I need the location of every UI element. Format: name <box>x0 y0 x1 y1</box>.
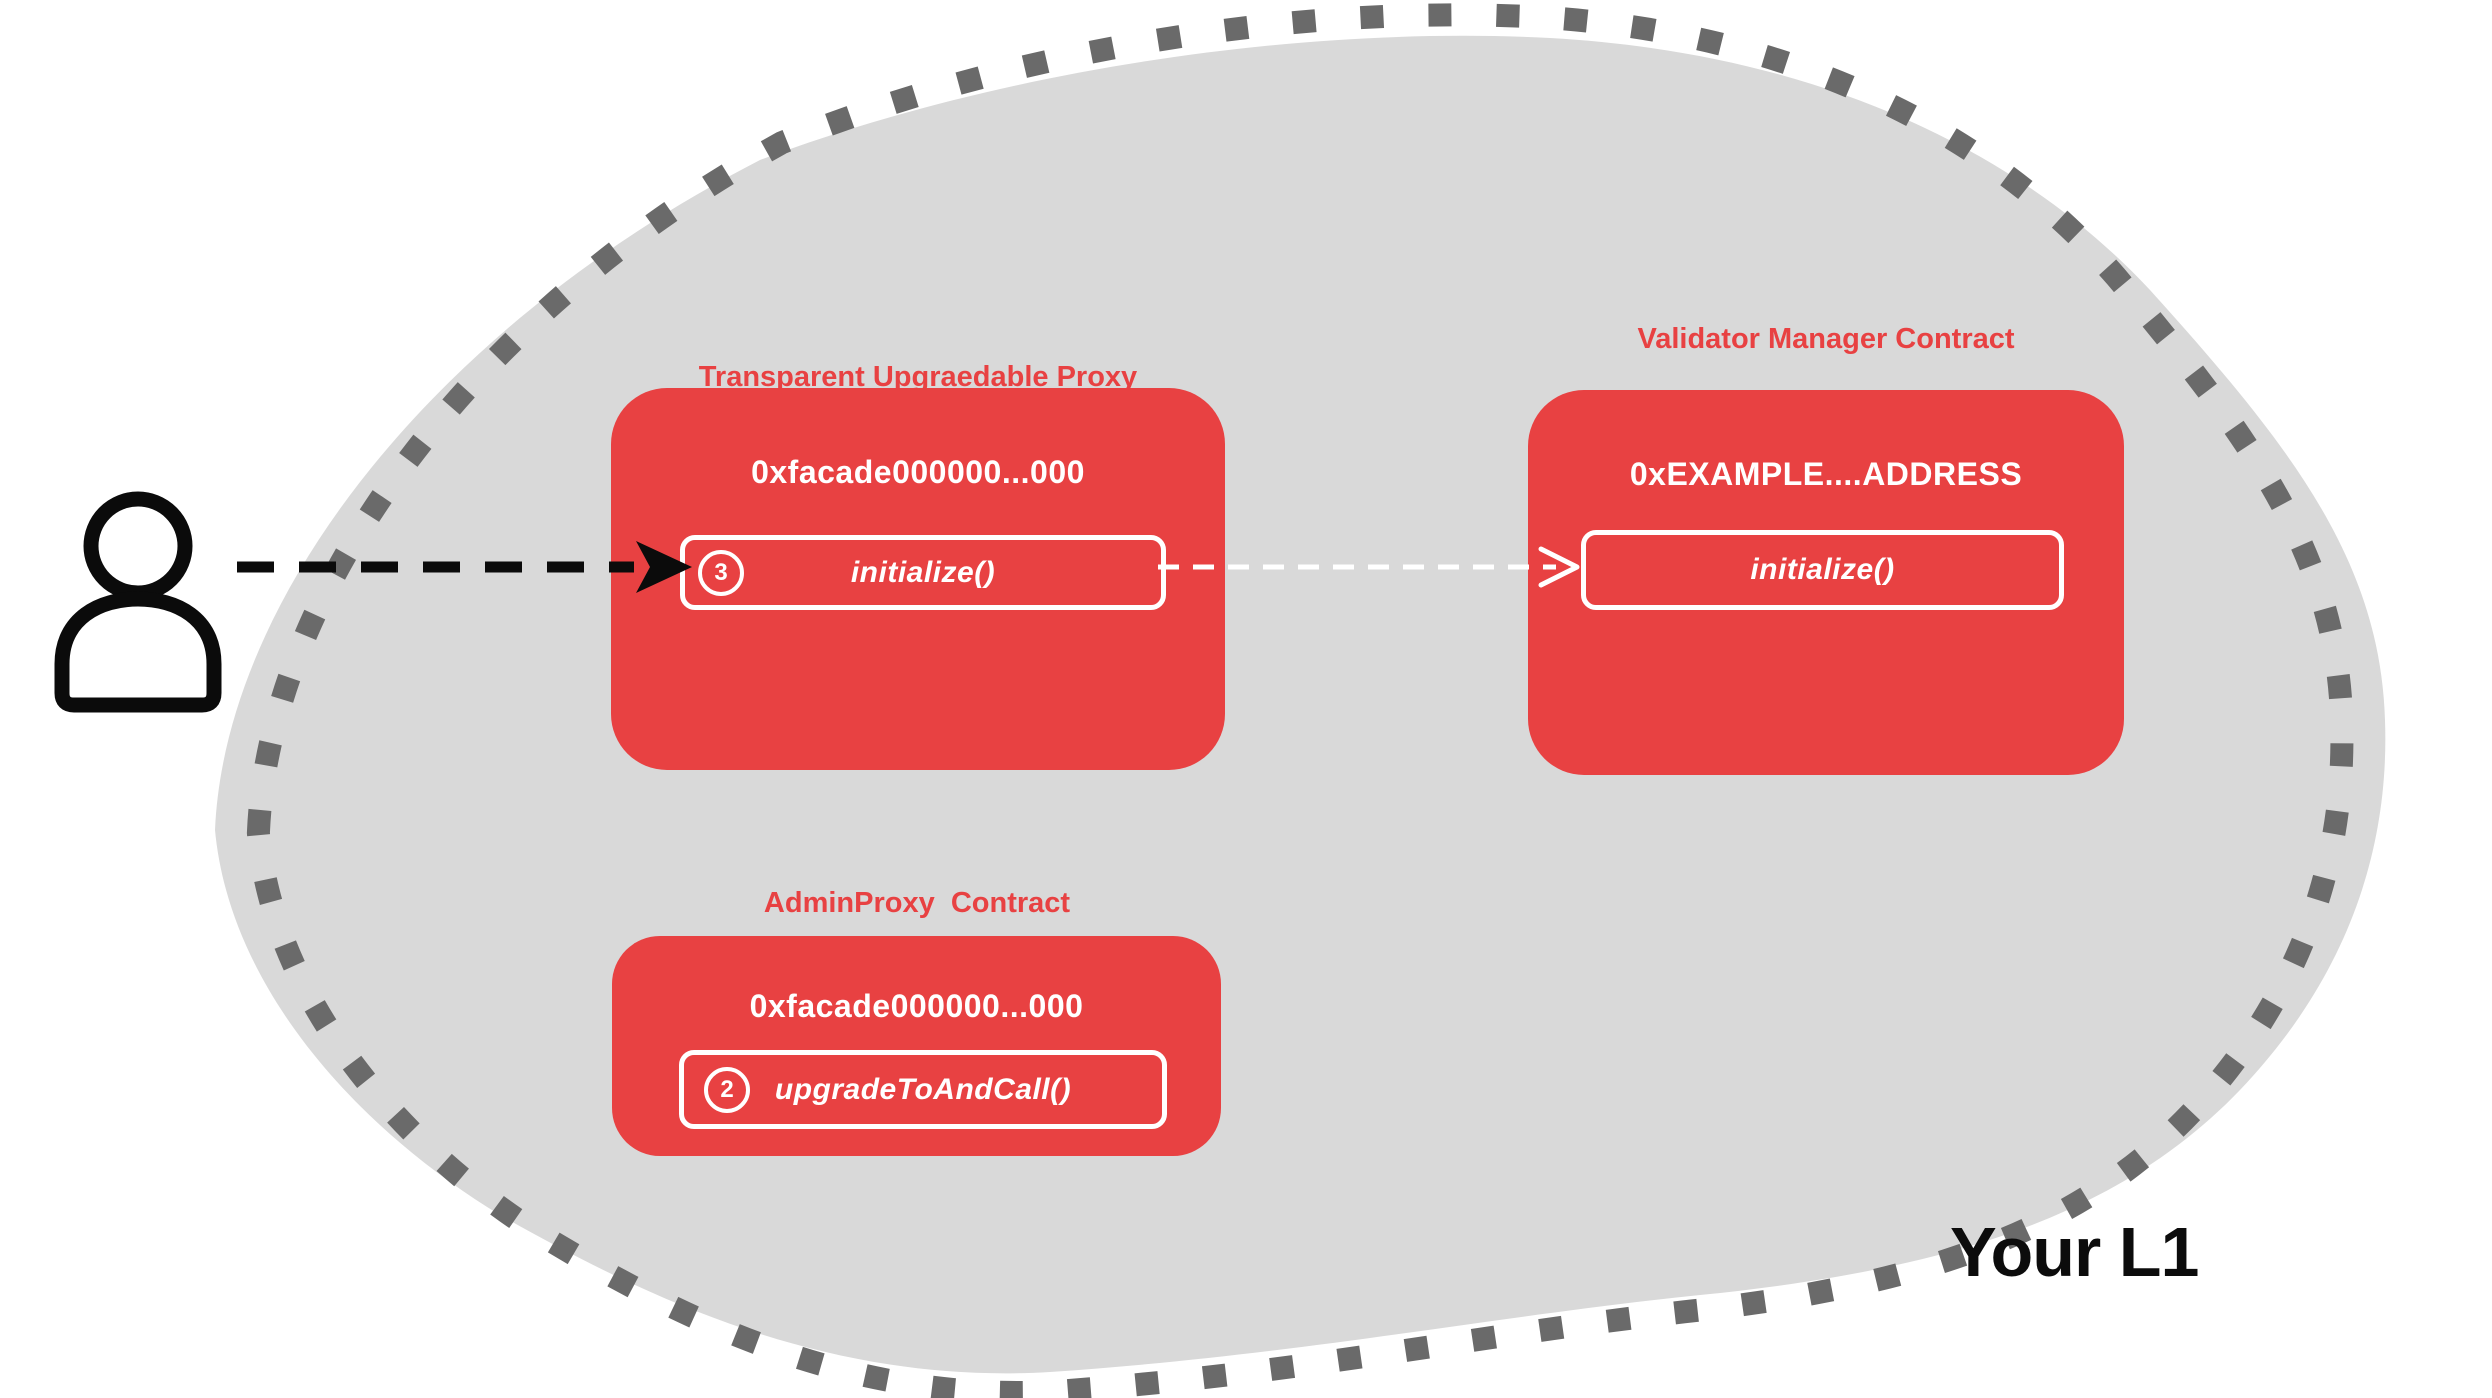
title-text: Transparent <box>698 361 873 393</box>
contract-address: 0xEXAMPLE....ADDRESS <box>1629 456 2023 492</box>
contract-title-admin-proxy: AdminProxy Contract <box>763 887 1071 919</box>
contract-address: 0xfacade000000...000 <box>751 454 1085 490</box>
region-label: Your L1 <box>1950 1213 2199 1291</box>
contract-card-transparent-proxy: 0xfacade000000...000 3 initialize() <box>611 388 1225 770</box>
contract-title-validator-manager: Validator Manager Contract <box>1637 323 2015 355</box>
title-text: Proxy <box>1048 361 1138 393</box>
method-pill-upgrade-to-and-call: 2 upgradeToAndCall() <box>679 1050 1167 1129</box>
method-pill-initialize: initialize() <box>1581 530 2064 610</box>
method-label: initialize() <box>1750 553 1895 586</box>
method-label: upgradeToAndCall() <box>774 1072 1072 1106</box>
contract-card-validator-manager: 0xEXAMPLE....ADDRESS initialize() <box>1528 390 2124 775</box>
contract-card-admin-proxy: 0xfacade000000...000 2 upgradeToAndCall(… <box>612 936 1221 1156</box>
method-pill-initialize: 3 initialize() <box>680 535 1166 610</box>
step-number-badge: 2 <box>704 1066 750 1113</box>
contract-title-line1: Transparent Upgraedable Proxy <box>538 360 1298 397</box>
step-number-badge: 3 <box>698 549 744 596</box>
contract-address: 0xfacade000000...000 <box>749 988 1084 1024</box>
method-label: initialize() <box>850 555 996 589</box>
